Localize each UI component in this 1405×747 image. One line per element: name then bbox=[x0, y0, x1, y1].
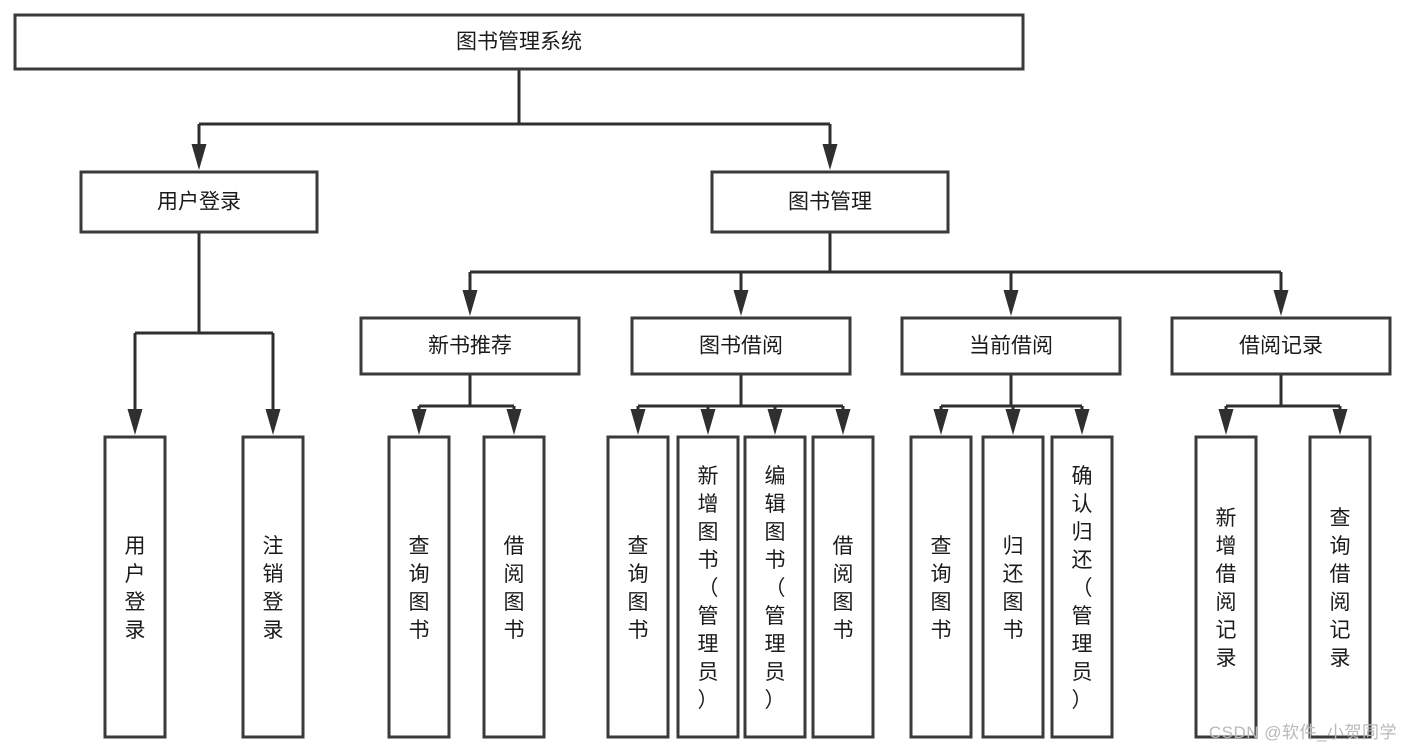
node-box[interactable] bbox=[1050, 435, 1114, 739]
node-label: 新增借阅记录 bbox=[1216, 507, 1237, 670]
arrowhead-icon bbox=[462, 290, 478, 316]
node-label: 图书管理 bbox=[788, 191, 872, 214]
node-label: 归还图书 bbox=[1003, 535, 1024, 642]
arrowhead-icon bbox=[1273, 290, 1289, 316]
node-leaf-borrow-borrow-book[interactable]: 借阅图书 bbox=[811, 435, 875, 739]
node-leaf-record-query[interactable]: 查询借阅记录 bbox=[1308, 435, 1372, 739]
node-box[interactable] bbox=[900, 316, 1122, 376]
node-borrow-record[interactable]: 借阅记录 bbox=[1170, 316, 1392, 376]
node-label: 编辑图书（管理员） bbox=[765, 465, 786, 712]
node-label: 借阅图书 bbox=[833, 535, 854, 642]
node-leaf-borrow-edit-book[interactable]: 编辑图书（管理员） bbox=[743, 435, 807, 739]
arrowhead-icon bbox=[733, 290, 749, 316]
node-label: 当前借阅 bbox=[969, 335, 1053, 358]
arrowhead-icon bbox=[767, 409, 783, 435]
node-label: 图书借阅 bbox=[699, 335, 783, 358]
node-box[interactable] bbox=[482, 435, 546, 739]
node-leaf-user-login[interactable]: 用户登录 bbox=[103, 435, 167, 739]
node-leaf-current-query-book[interactable]: 查询图书 bbox=[909, 435, 973, 739]
node-current-borrow[interactable]: 当前借阅 bbox=[900, 316, 1122, 376]
node-box[interactable] bbox=[1170, 316, 1392, 376]
node-label: 图书管理系统 bbox=[456, 31, 582, 54]
node-box[interactable] bbox=[630, 316, 852, 376]
node-label: 查询借阅记录 bbox=[1330, 507, 1351, 670]
node-box[interactable] bbox=[79, 170, 319, 234]
node-label: 查询图书 bbox=[931, 535, 952, 642]
csdn-watermark: CSDN @软件_小贺同学 bbox=[1208, 723, 1397, 742]
node-label: 查询图书 bbox=[628, 535, 649, 642]
node-label: 查询图书 bbox=[409, 535, 430, 642]
node-box[interactable] bbox=[710, 170, 950, 234]
arrowhead-icon bbox=[411, 409, 427, 435]
arrowhead-icon bbox=[506, 409, 522, 435]
node-leaf-rec-query-book[interactable]: 查询图书 bbox=[387, 435, 451, 739]
node-box[interactable] bbox=[676, 435, 740, 739]
node-leaf-current-return-book[interactable]: 归还图书 bbox=[981, 435, 1045, 739]
node-label: 用户登录 bbox=[125, 535, 146, 642]
node-label: 注销登录 bbox=[263, 535, 284, 642]
arrowhead-icon bbox=[1332, 409, 1348, 435]
node-box[interactable] bbox=[13, 13, 1025, 71]
connector-group bbox=[1218, 374, 1348, 435]
node-book-manage[interactable]: 图书管理 bbox=[710, 170, 950, 234]
connector-group bbox=[127, 232, 281, 435]
node-label: 用户登录 bbox=[157, 191, 241, 214]
node-box[interactable] bbox=[241, 435, 305, 739]
node-label: 借阅记录 bbox=[1239, 335, 1323, 358]
node-leaf-borrow-add-book[interactable]: 新增图书（管理员） bbox=[676, 435, 740, 739]
node-box[interactable] bbox=[606, 435, 670, 739]
node-box[interactable] bbox=[811, 435, 875, 739]
connector-group bbox=[191, 69, 838, 170]
node-box[interactable] bbox=[743, 435, 807, 739]
connector-group bbox=[933, 374, 1090, 435]
node-leaf-user-logout[interactable]: 注销登录 bbox=[241, 435, 305, 739]
node-label: 确认归还（管理员） bbox=[1072, 465, 1093, 712]
arrowhead-icon bbox=[265, 409, 281, 435]
arrowhead-icon bbox=[933, 409, 949, 435]
node-box[interactable] bbox=[981, 435, 1045, 739]
node-box[interactable] bbox=[909, 435, 973, 739]
arrowhead-icon bbox=[822, 144, 838, 170]
arrowhead-icon bbox=[1074, 409, 1090, 435]
node-leaf-borrow-query-book[interactable]: 查询图书 bbox=[606, 435, 670, 739]
arrowhead-icon bbox=[1218, 409, 1234, 435]
node-root[interactable]: 图书管理系统 bbox=[13, 13, 1025, 71]
arrowhead-icon bbox=[700, 409, 716, 435]
arrowhead-icon bbox=[127, 409, 143, 435]
node-book-borrow[interactable]: 图书借阅 bbox=[630, 316, 852, 376]
node-label: 新书推荐 bbox=[428, 335, 512, 358]
nodes-layer: 图书管理系统用户登录图书管理新书推荐图书借阅当前借阅借阅记录用户登录注销登录查询… bbox=[13, 13, 1392, 739]
node-leaf-current-confirm-return[interactable]: 确认归还（管理员） bbox=[1050, 435, 1114, 739]
arrowhead-icon bbox=[1005, 409, 1021, 435]
node-user-login[interactable]: 用户登录 bbox=[79, 170, 319, 234]
connector-group bbox=[411, 374, 522, 435]
node-box[interactable] bbox=[103, 435, 167, 739]
connector-group bbox=[630, 374, 851, 435]
connector-group bbox=[462, 232, 1289, 316]
arrowhead-icon bbox=[1003, 290, 1019, 316]
arrowhead-icon bbox=[630, 409, 646, 435]
arrowhead-icon bbox=[191, 144, 207, 170]
connectors-layer bbox=[127, 69, 1348, 435]
node-leaf-record-add[interactable]: 新增借阅记录 bbox=[1194, 435, 1258, 739]
node-box[interactable] bbox=[359, 316, 581, 376]
node-label: 借阅图书 bbox=[504, 535, 525, 642]
node-new-book-rec[interactable]: 新书推荐 bbox=[359, 316, 581, 376]
node-leaf-rec-borrow-book[interactable]: 借阅图书 bbox=[482, 435, 546, 739]
node-box[interactable] bbox=[1308, 435, 1372, 739]
node-label: 新增图书（管理员） bbox=[698, 465, 719, 712]
arrowhead-icon bbox=[835, 409, 851, 435]
node-box[interactable] bbox=[387, 435, 451, 739]
node-box[interactable] bbox=[1194, 435, 1258, 739]
